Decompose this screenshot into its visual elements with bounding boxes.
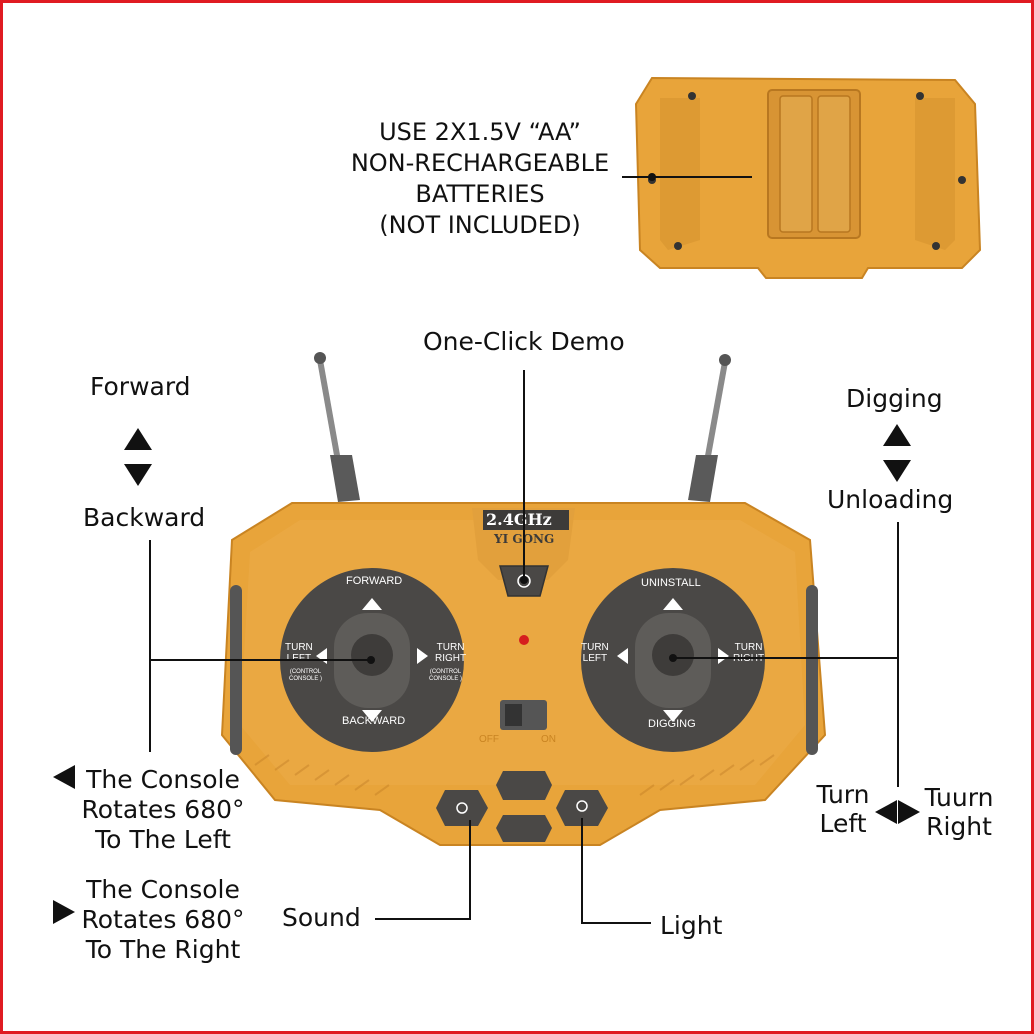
power-led: [519, 635, 529, 645]
brand-label: 2.4GHz: [486, 510, 552, 529]
turn-left-arrow-icon: [875, 800, 897, 824]
antenna-right: [688, 354, 731, 502]
turn-left-label: Turn Left: [816, 780, 870, 838]
unloading-arrow-icon: [883, 460, 911, 482]
forward-label: Forward: [90, 372, 191, 401]
light-button: [556, 790, 608, 826]
battery-leader-dot: [648, 173, 656, 181]
demo-leader-dot: [520, 576, 528, 584]
light-label: Light: [660, 911, 723, 940]
left-pad-bottom-label: BACKWARD: [342, 715, 406, 727]
sound-leader-vertical: [469, 820, 471, 920]
right-leader-dot: [669, 654, 677, 662]
light-leader-horizontal: [581, 922, 651, 924]
right-pad-bottom-label: DIGGING: [648, 718, 696, 730]
left-leader-horizontal: [149, 659, 371, 661]
switch-off-label: OFF: [479, 734, 499, 745]
rotate-right-arrow-icon: [53, 900, 75, 924]
console-right-label: The Console Rotates 680° To The Right: [81, 875, 245, 964]
antenna-left: [314, 352, 360, 502]
right-pad-top-label: UNINSTALL: [641, 577, 701, 589]
switch-on-label: ON: [541, 734, 556, 745]
sound-label: Sound: [282, 903, 361, 932]
console-left-label: The Console Rotates 680° To The Left: [81, 765, 245, 854]
battery-leader-line: [622, 176, 752, 178]
left-pad-top-label: FORWARD: [346, 575, 403, 587]
left-leader-dot: [367, 656, 375, 664]
turn-right-arrow-icon: [898, 800, 920, 824]
digging-arrow-icon: [883, 424, 911, 446]
backward-label: Backward: [83, 503, 206, 532]
rotate-left-arrow-icon: [53, 765, 75, 789]
light-leader-vertical: [581, 818, 583, 924]
unloading-label: Unloading: [827, 485, 954, 514]
backward-arrow-icon: [124, 464, 152, 486]
demo-leader-line: [523, 370, 525, 578]
right-leader-vertical: [897, 522, 899, 787]
digging-label: Digging: [846, 384, 943, 413]
battery-cover: [634, 76, 982, 279]
demo-label: One-Click Demo: [423, 327, 625, 356]
sound-button: [436, 790, 488, 826]
sound-leader-horizontal: [375, 918, 471, 920]
left-leader-vertical: [149, 540, 151, 752]
right-leader-horizontal: [673, 657, 899, 659]
turn-right-label: Tuurn Right: [924, 783, 994, 841]
battery-note: USE 2X1.5V “AA” NON-RECHARGEABLE BATTERI…: [350, 118, 610, 239]
forward-arrow-icon: [124, 428, 152, 450]
